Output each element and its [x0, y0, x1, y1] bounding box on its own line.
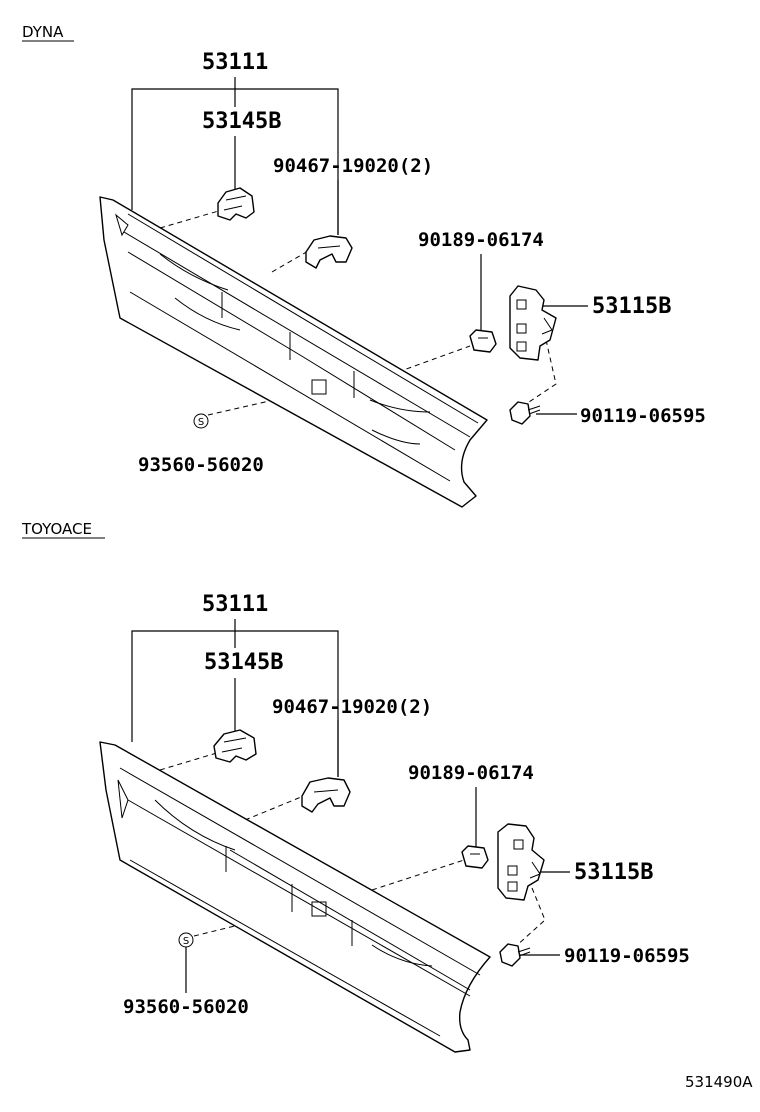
dash-nut-to-grille [371, 859, 465, 891]
part-number-emblem: 93560-56020 [138, 454, 264, 476]
svg-text:S: S [183, 936, 189, 947]
part-number-bolt: 90119-06595 [580, 405, 706, 427]
part-number-emblem: 93560-56020 [123, 996, 249, 1018]
diagram-code: 531490A [685, 1073, 753, 1091]
part-number-bracket-upper: 53145B [204, 650, 283, 675]
dash-bracket-to-grille [159, 751, 221, 771]
bracket-side-part [509, 285, 557, 361]
nut-part [461, 845, 489, 869]
part-number-nut: 90189-06174 [408, 762, 534, 784]
bolt-part [509, 401, 541, 425]
dash-clip-to-grille [244, 794, 307, 821]
bracket-upper-part [213, 729, 257, 763]
part-number-bolt: 90119-06595 [564, 945, 690, 967]
clip-part [305, 235, 353, 269]
part-number-bracket-side: 53115B [574, 860, 653, 885]
part-number-clip: 90467-19020(2) [272, 696, 432, 718]
section-title: TOYOACE [21, 520, 92, 538]
part-number-clip: 90467-19020(2) [273, 155, 433, 177]
grille-part [99, 741, 491, 1053]
svg-text:S: S [198, 417, 204, 428]
dash-bolt-to-bracket [525, 339, 557, 405]
dash-bracket-to-grille [159, 209, 223, 229]
dash-bolt-to-bracket [513, 887, 546, 949]
nut-part [469, 329, 497, 353]
section-title: DYNA [22, 23, 64, 41]
part-number-bracket-side: 53115B [592, 294, 671, 319]
section-dyna: DYNA 53111 53145B 90467-19020(2) 90189-0… [22, 23, 706, 508]
clip-part [301, 777, 351, 813]
part-number-grille: 53111 [202, 592, 268, 617]
bolt-part [499, 943, 531, 967]
bracket-upper-part [217, 187, 255, 221]
bracket-side-part [497, 823, 545, 901]
emblem-s-mark: S [178, 932, 194, 948]
grille-part [99, 196, 488, 508]
emblem-s-mark: S [193, 413, 209, 429]
part-number-nut: 90189-06174 [418, 229, 544, 251]
section-toyoace: TOYOACE 53111 53145B 90467-19020(2) 9018… [21, 520, 690, 1053]
dash-nut-to-grille [397, 345, 471, 373]
dash-clip-to-grille [271, 249, 311, 273]
part-number-grille: 53111 [202, 50, 268, 75]
part-number-bracket-upper: 53145B [202, 109, 281, 134]
